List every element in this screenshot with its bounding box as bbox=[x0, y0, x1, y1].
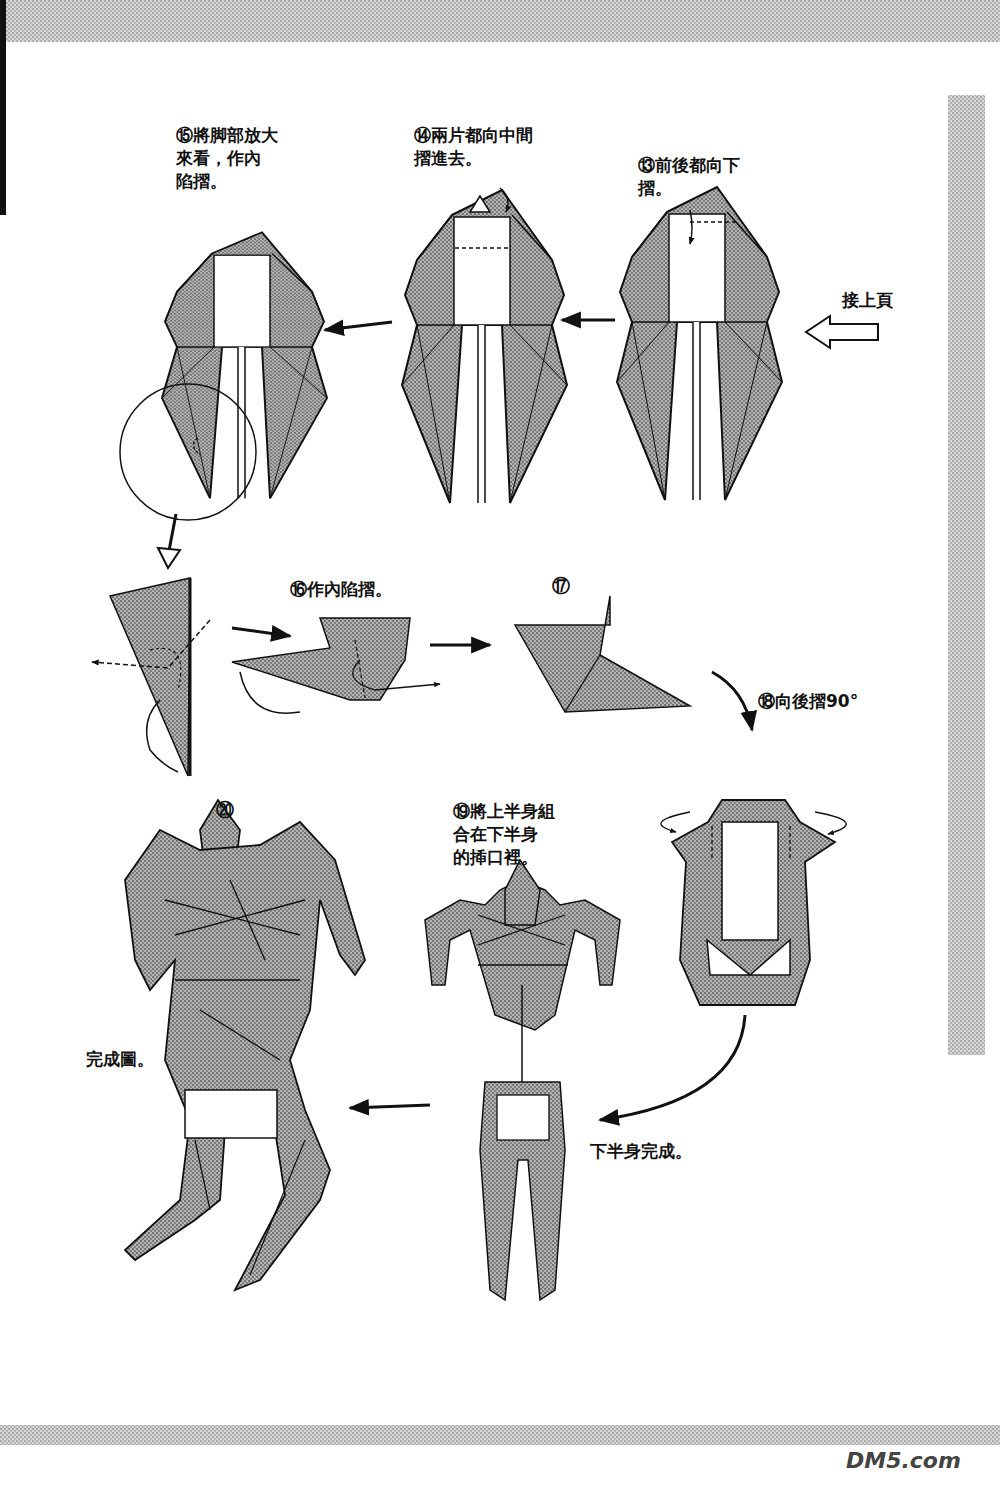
callout-number: ⑰ bbox=[552, 574, 570, 598]
continued-note: 接上頁 bbox=[842, 289, 893, 312]
step-instruction: ⑲將上半身組 合在下半身 的揷口裡。 bbox=[453, 800, 561, 869]
callout-number: ⑳ bbox=[216, 798, 234, 822]
watermark: DM5.com bbox=[846, 1446, 961, 1476]
step-instruction: ⑯作內陷摺。 bbox=[290, 578, 392, 601]
step-instruction: ⑭兩片都向中間 摺進去。 bbox=[414, 124, 539, 170]
step-instruction: ⑱向後摺90° bbox=[758, 690, 858, 713]
lower-body-note: 下半身完成。 bbox=[590, 1140, 692, 1163]
completed-note: 完成圖。 bbox=[86, 1048, 154, 1071]
step-instruction: ⑮將脚部放大 來看，作內 陷摺。 bbox=[176, 124, 284, 193]
step-instruction: ⑬前後都向下 摺。 bbox=[638, 154, 746, 200]
